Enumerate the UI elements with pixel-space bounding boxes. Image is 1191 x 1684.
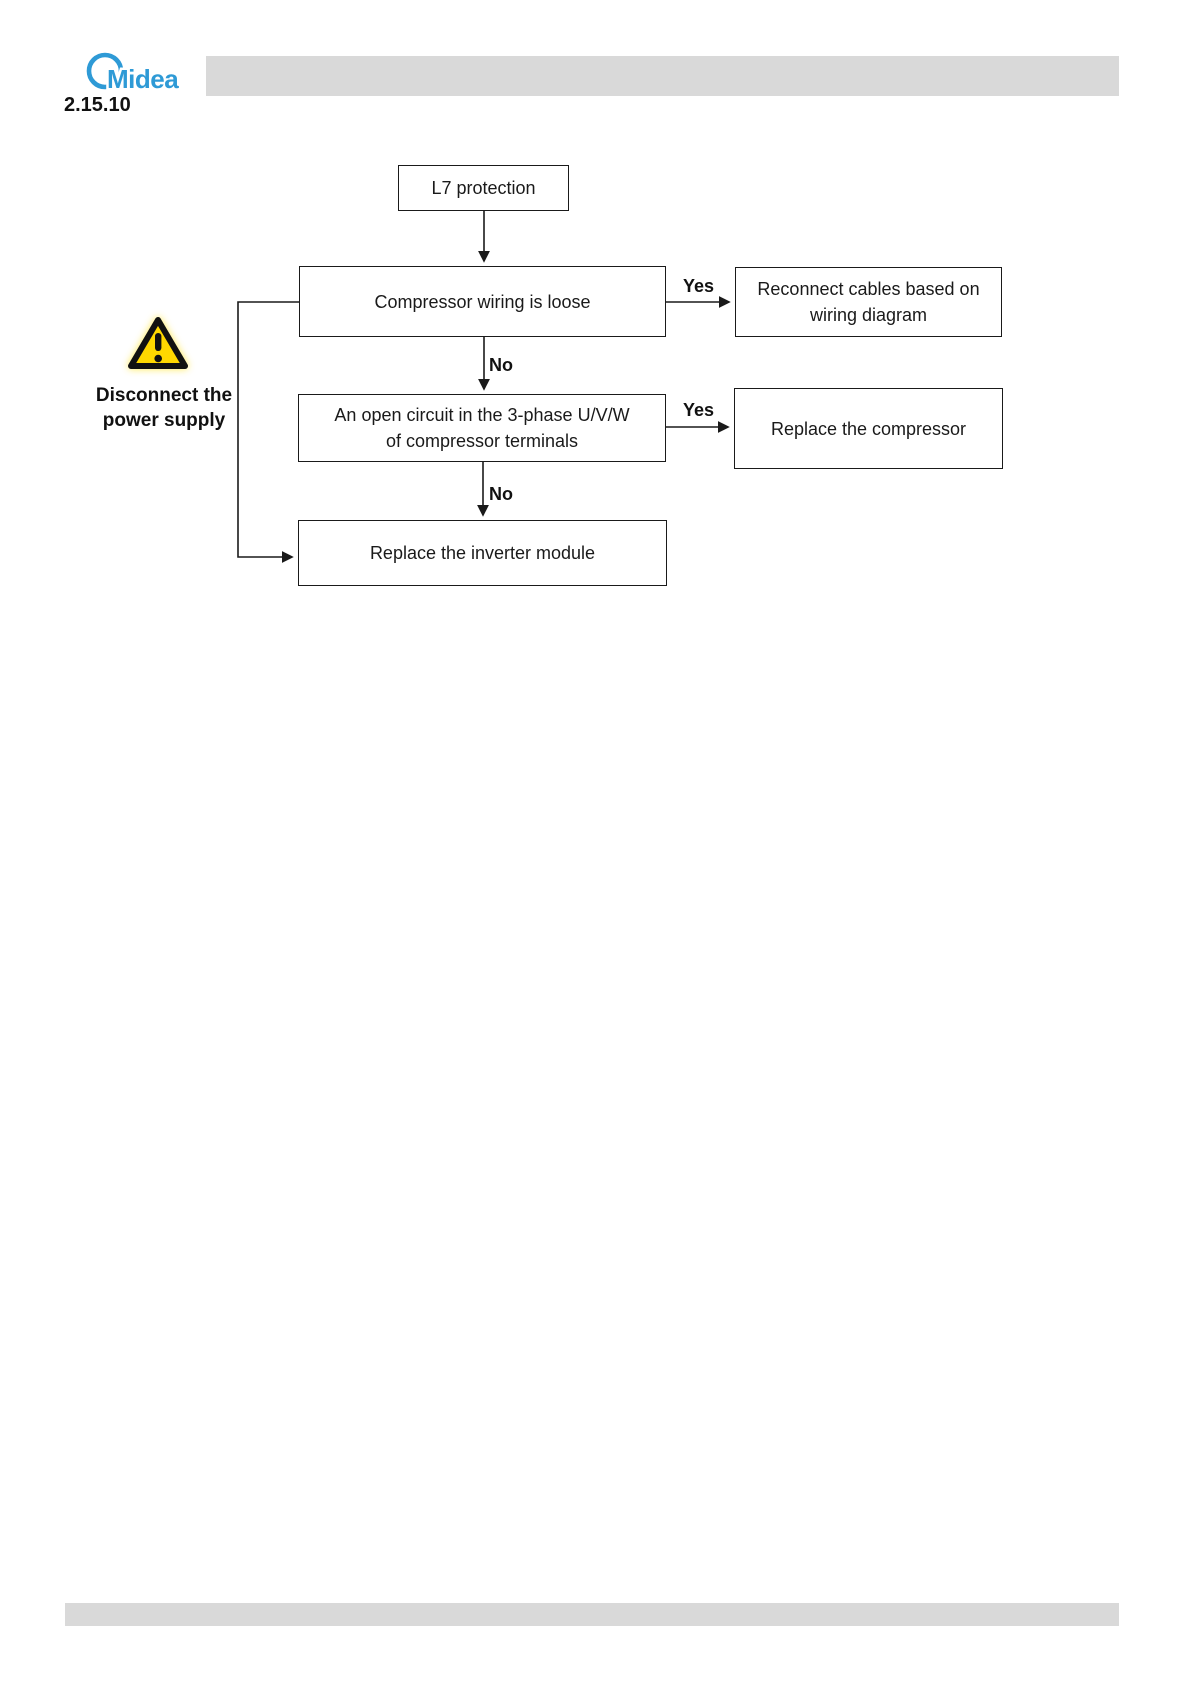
- warning-caption-line2: power supply: [102, 410, 226, 431]
- flow-node-action-reconnect: Reconnect cables based on wiring diagram: [735, 267, 1002, 337]
- flow-node-start-label: L7 protection: [431, 178, 536, 198]
- flow-node-action-reconnect-line1: Reconnect cables based on: [757, 279, 980, 299]
- flow-node-start: L7 protection: [398, 165, 569, 211]
- flow-node-action-replace-compressor: Replace the compressor: [734, 388, 1003, 469]
- connector-decision1-to-final: [237, 301, 299, 563]
- flowchart-connectors: [237, 211, 731, 563]
- flow-node-action-reconnect-line2: wiring diagram: [809, 305, 928, 325]
- warning-triangle-icon: [128, 317, 188, 369]
- flow-node-decision2-line1: An open circuit in the 3-phase U/V/W: [334, 405, 630, 425]
- edge-label-no-2: No: [489, 484, 513, 504]
- flow-node-action-replace-compressor-label: Replace the compressor: [770, 418, 967, 439]
- edge-label-no-1: No: [489, 355, 513, 375]
- edge-label-yes-2: Yes: [683, 400, 715, 420]
- warning-caption-line1: Disconnect the: [95, 385, 233, 406]
- flow-node-action-replace-inverter: Replace the inverter module: [298, 520, 667, 586]
- midea-logo-text: Midea: [107, 64, 179, 94]
- flow-node-decision2: An open circuit in the 3-phase U/V/W of …: [298, 394, 666, 462]
- midea-logo-ring: [86, 52, 124, 90]
- warning-caption: Disconnect the power supply: [74, 383, 254, 433]
- flow-node-decision1: Compressor wiring is loose: [299, 266, 666, 337]
- footer-bar: [65, 1603, 1119, 1626]
- section-number: 2.15.10: [64, 94, 131, 116]
- header-bar: [206, 56, 1119, 96]
- midea-logo-icon: Midea: [86, 52, 182, 96]
- edge-label-yes-1: Yes: [683, 276, 715, 296]
- flow-node-decision1-label: Compressor wiring is loose: [374, 291, 591, 312]
- flow-node-action-replace-inverter-label: Replace the inverter module: [369, 543, 596, 563]
- flow-node-decision2-line2: of compressor terminals: [385, 431, 579, 451]
